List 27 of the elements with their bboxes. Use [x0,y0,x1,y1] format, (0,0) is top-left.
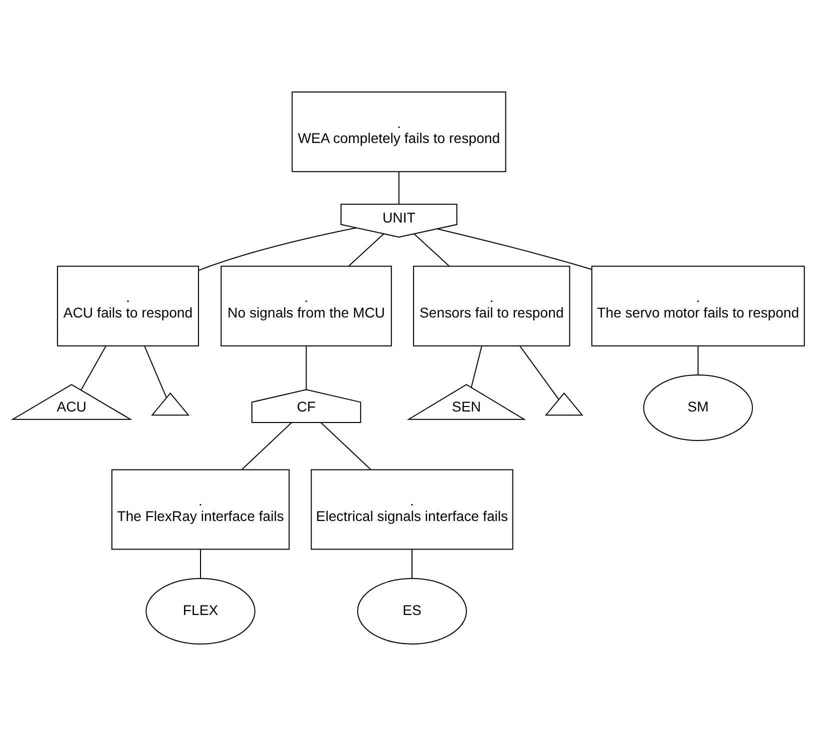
connector [144,346,167,398]
connector [198,227,356,271]
node-box: . No signals from the MCU [220,266,392,346]
connector [80,346,106,390]
connector [320,422,371,470]
node-box: . Electrical signals interface fails [310,469,514,550]
node-box: . The servo motor fails to respond [591,266,805,346]
node-box: . ACU fails to respond [56,266,199,346]
node-ellipse: FLEX [146,578,256,644]
connector [470,346,482,388]
node-box: . Sensors fail to respond [413,266,570,346]
node-triangle [544,392,584,416]
connector [698,346,699,375]
connector [414,234,450,266]
connector [519,346,560,400]
connector [306,346,307,390]
node-triangle [151,392,190,416]
node-ellipse: SM [643,374,753,442]
connector [242,422,292,470]
connector [200,549,202,578]
connector [398,172,400,204]
node-box: . WEA completely fails to respond [292,92,506,172]
connector [348,234,384,266]
node-box: . The FlexRay interface fails [111,469,290,550]
connector [437,228,592,270]
node-ellipse: ES [357,578,467,644]
connector [412,549,413,578]
